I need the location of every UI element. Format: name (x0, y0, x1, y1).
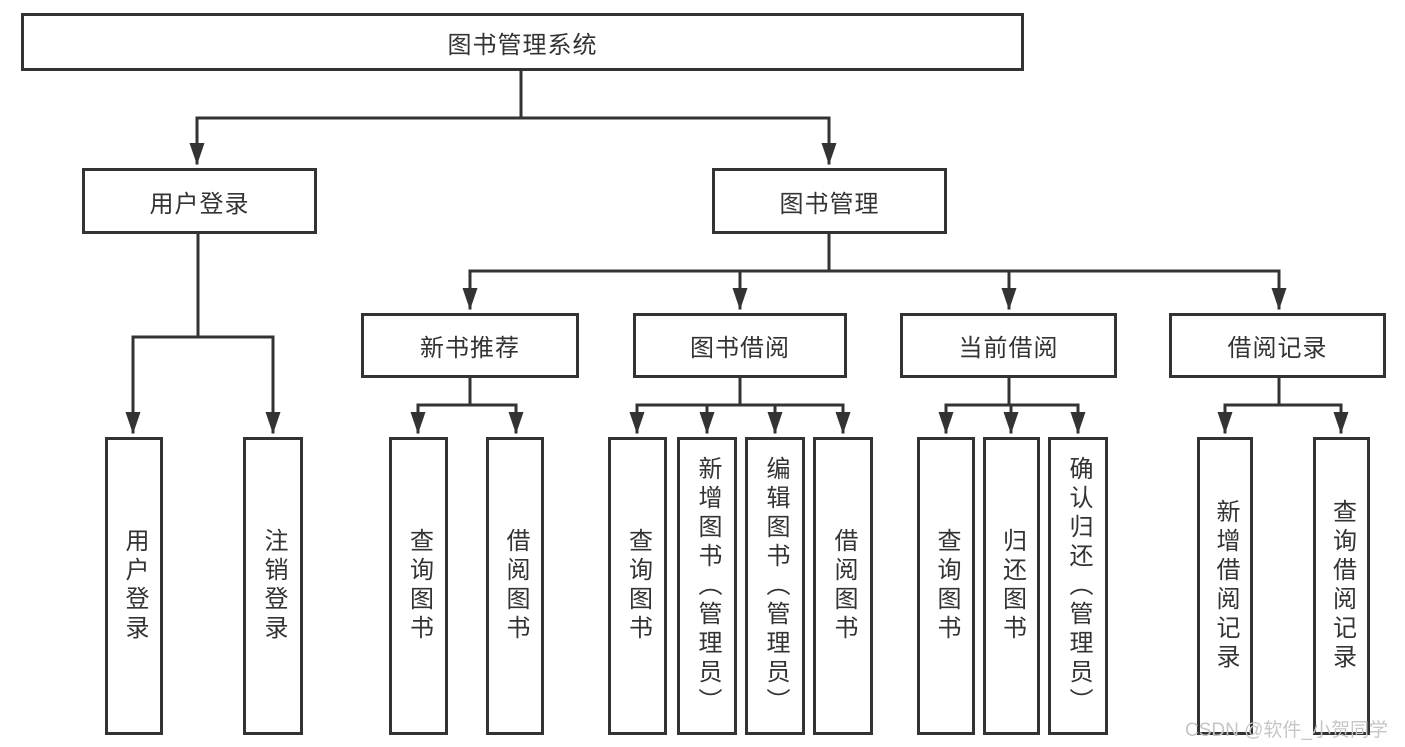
node-recommend-query-books-label: 查询图书 (405, 528, 433, 644)
node-user-login-label: 用户登录 (149, 190, 250, 218)
node-book-borrowing-label: 图书借阅 (690, 335, 790, 362)
node-records-query-record: 查询借阅记录 (1313, 437, 1370, 735)
node-user-login-leaf-label: 用户登录 (121, 528, 148, 644)
node-logout-leaf-label: 注销登录 (260, 528, 287, 644)
node-borrowing-edit-books: 编辑图书（管理员） (745, 437, 805, 735)
node-user-login-leaf: 用户登录 (105, 437, 163, 735)
node-recommend-query-books: 查询图书 (389, 437, 448, 735)
node-current-return-books-label: 归还图书 (998, 528, 1026, 644)
node-root-label: 图书管理系统 (447, 31, 598, 59)
node-book-management: 图书管理 (712, 168, 947, 234)
node-user-login: 用户登录 (82, 168, 317, 234)
node-root-system: 图书管理系统 (21, 13, 1024, 71)
node-book-management-label: 图书管理 (779, 190, 880, 218)
node-recommend-borrow-books: 借阅图书 (486, 437, 544, 735)
node-book-borrowing: 图书借阅 (633, 313, 847, 378)
node-borrowing-borrow-books: 借阅图书 (813, 437, 873, 735)
node-borrow-records-label: 借阅记录 (1227, 335, 1328, 362)
node-borrowing-edit-books-label: 编辑图书（管理员） (762, 455, 789, 717)
node-current-query-books-label: 查询图书 (933, 528, 960, 644)
node-borrowing-borrow-books-label: 借阅图书 (830, 528, 857, 644)
node-borrowing-query-books-label: 查询图书 (624, 528, 652, 644)
csdn-watermark: CSDN @软件_小贺同学 (1185, 720, 1388, 741)
node-records-query-record-label: 查询借阅记录 (1328, 499, 1356, 673)
node-recommend-borrow-books-label: 借阅图书 (502, 528, 529, 644)
node-current-query-books: 查询图书 (917, 437, 975, 735)
node-records-add-record: 新增借阅记录 (1197, 437, 1253, 735)
node-borrowing-add-books: 新增图书（管理员） (677, 437, 737, 735)
node-borrow-records: 借阅记录 (1169, 313, 1386, 378)
node-current-borrowing: 当前借阅 (900, 313, 1117, 378)
node-new-book-recommend: 新书推荐 (361, 313, 579, 378)
node-new-book-recommend-label: 新书推荐 (420, 335, 520, 362)
node-current-confirm-return-label: 确认归还（管理员） (1065, 455, 1092, 717)
node-current-return-books: 归还图书 (983, 437, 1040, 735)
node-records-add-record-label: 新增借阅记录 (1212, 499, 1239, 673)
node-logout-leaf: 注销登录 (243, 437, 303, 735)
node-borrowing-query-books: 查询图书 (608, 437, 667, 735)
node-borrowing-add-books-label: 新增图书（管理员） (694, 455, 721, 717)
node-current-confirm-return: 确认归还（管理员） (1048, 437, 1108, 735)
node-current-borrowing-label: 当前借阅 (958, 335, 1059, 362)
